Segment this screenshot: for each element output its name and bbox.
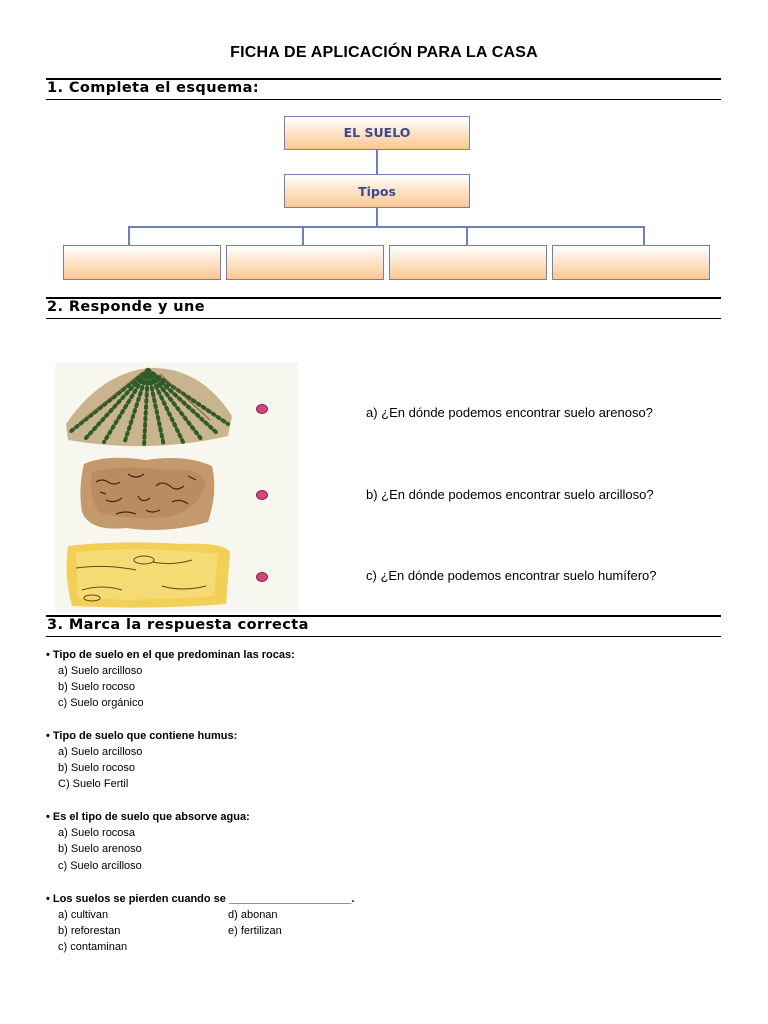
match-question: a) ¿En dónde podemos encontrar suelo are… xyxy=(366,405,653,420)
section-1-title: 1. Completa el esquema: xyxy=(47,80,260,96)
sandy-soil-image xyxy=(66,542,231,608)
quiz-question: • Es el tipo de suelo que absorve agua: xyxy=(46,811,250,823)
quiz-option[interactable]: c) Suelo orgánico xyxy=(58,697,144,709)
diagram-root-box: EL SUELO xyxy=(284,116,470,150)
quiz-option[interactable]: c) contaminan xyxy=(58,941,128,953)
quiz-option[interactable]: b) reforestan xyxy=(58,925,121,937)
quiz-option[interactable]: d) abonan xyxy=(228,909,278,921)
page-title: FICHA DE APLICACIÓN PARA LA CASA xyxy=(230,44,538,61)
section-3-title: 3. Marca la respuesta correcta xyxy=(47,617,309,633)
match-question: c) ¿En dónde podemos encontrar suelo hum… xyxy=(366,568,657,583)
section-1-header: 1. Completa el esquema: xyxy=(46,78,721,100)
section-2-header: 2. Responde y une xyxy=(46,297,721,319)
diagram-blank-box[interactable] xyxy=(63,245,221,280)
clay-soil-image xyxy=(80,457,215,530)
diagram-blank-box[interactable] xyxy=(552,245,710,280)
connector-line xyxy=(128,226,130,245)
connector-line xyxy=(302,226,304,245)
connector-line xyxy=(128,226,644,228)
quiz-option[interactable]: a) Suelo arcilloso xyxy=(58,665,143,677)
quiz-question: • Tipo de suelo en el que predominan las… xyxy=(46,649,295,661)
quiz-option[interactable]: c) Suelo arcilloso xyxy=(58,860,142,872)
diagram-blank-box[interactable] xyxy=(389,245,547,280)
section-3-header: 3. Marca la respuesta correcta xyxy=(46,615,721,637)
connector-line xyxy=(643,226,645,245)
quiz-question: • Los suelos se pierden cuando se ______… xyxy=(46,893,355,905)
quiz-option[interactable]: b) Suelo rocoso xyxy=(58,762,136,774)
quiz-option[interactable]: a) cultivan xyxy=(58,909,109,921)
connector-line xyxy=(376,208,378,227)
diagram-blank-box[interactable] xyxy=(226,245,384,280)
quiz-option[interactable]: a) Suelo arcilloso xyxy=(58,746,143,758)
match-dot-2[interactable] xyxy=(256,490,268,500)
quiz-option[interactable]: a) Suelo rocosa xyxy=(58,827,136,839)
quiz-question: • Tipo de suelo que contiene humus: xyxy=(46,730,238,742)
diagram-tipos-box: Tipos xyxy=(284,174,470,208)
match-dot-1[interactable] xyxy=(256,404,268,414)
quiz-option[interactable]: b) Suelo rocoso xyxy=(58,681,136,693)
cultivated-field-image xyxy=(66,367,232,448)
match-dot-3[interactable] xyxy=(256,572,268,582)
quiz-option[interactable]: b) Suelo arenoso xyxy=(58,843,142,855)
connector-line xyxy=(376,150,378,174)
connector-line xyxy=(466,226,468,245)
match-question: b) ¿En dónde podemos encontrar suelo arc… xyxy=(366,487,654,502)
quiz-option[interactable]: e) fertilizan xyxy=(228,925,282,937)
section-2-title: 2. Responde y une xyxy=(47,299,205,315)
quiz-option[interactable]: C) Suelo Fertil xyxy=(58,778,129,790)
